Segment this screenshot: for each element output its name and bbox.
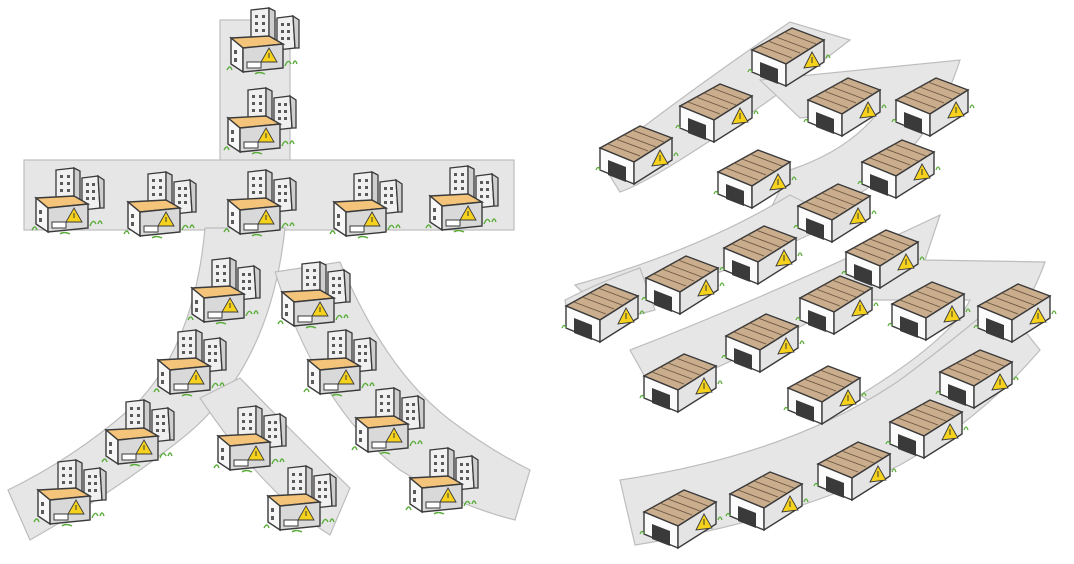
stroke-right-falling <box>274 261 531 521</box>
factory-building-icon <box>101 399 175 467</box>
right-character-strokes <box>564 21 1046 546</box>
